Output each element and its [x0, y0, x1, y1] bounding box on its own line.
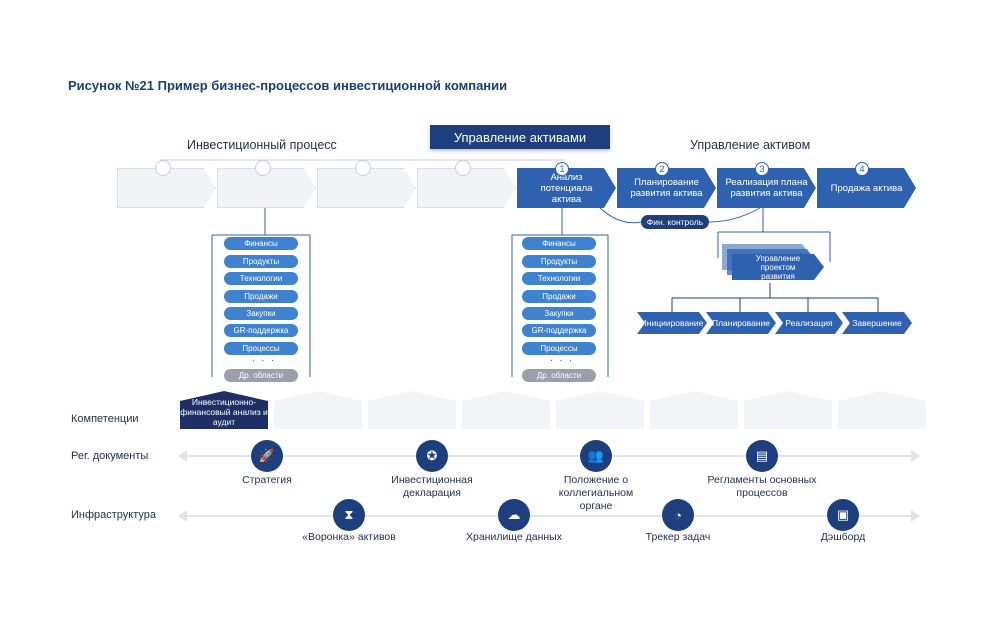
area-pill: Закупки: [224, 307, 298, 320]
reg-doc-label: Стратегия: [242, 474, 292, 486]
dashboard-icon: ▣: [827, 499, 859, 531]
area-pill: Процессы: [224, 342, 298, 355]
process-node-marker: [355, 160, 371, 176]
step-label: Реализация плана развития актива: [725, 177, 808, 199]
axis-arrow-left: [178, 450, 187, 462]
competency-label: Инвестиционно-финансовый анализ и аудит: [180, 397, 268, 427]
reg-doc-label: Регламенты основных процессов: [707, 474, 817, 499]
infra-label: Хранилище данных: [466, 531, 562, 543]
area-pill: Финансы: [522, 237, 596, 250]
fin-control-pill: Фин. контроль: [641, 215, 709, 229]
process-node-marker: [255, 160, 271, 176]
phase-implementation: Реализация: [775, 312, 843, 334]
hourglass-icon: ⧗: [333, 499, 365, 531]
document-icon: ▤: [746, 440, 778, 472]
axis-arrow-left: [178, 510, 187, 522]
area-pill: Продукты: [224, 255, 298, 268]
project-label: Управление проектом развития: [755, 253, 801, 281]
certificate-icon: ✪: [416, 440, 448, 472]
areas-ellipsis: . . .: [252, 353, 276, 364]
area-pill: Закупки: [522, 307, 596, 320]
areas-ellipsis: . . .: [550, 353, 574, 364]
area-pill: Технологии: [522, 272, 596, 285]
area-pill-other: Др. области: [224, 369, 298, 382]
infra-axis: [186, 515, 911, 517]
area-pill: Технологии: [224, 272, 298, 285]
step-number-badge: 3: [755, 162, 769, 176]
reg-docs-axis: [186, 455, 911, 457]
step-number-badge: 2: [655, 162, 669, 176]
area-pill: GR-поддержка: [522, 324, 596, 337]
row-label-reg-docs: Рег. документы: [71, 450, 149, 462]
step-label: Планирование развития актива: [630, 177, 703, 199]
reg-doc-label: Инвестиционная декларация: [391, 474, 473, 499]
phase-planning: Планирование: [706, 312, 776, 334]
step-asset-sale: Продажа актива: [817, 168, 916, 208]
area-pill: Продукты: [522, 255, 596, 268]
step-label: Продажа актива: [830, 182, 903, 194]
project-management-box: Управление проектом развития: [732, 254, 824, 280]
people-icon: 👥: [580, 440, 612, 472]
area-pill: GR-поддержка: [224, 324, 298, 337]
step-number-badge: 4: [855, 162, 869, 176]
step-asset-analysis: Анализ потенциала актива: [517, 168, 616, 208]
row-label-competencies: Компетенции: [71, 413, 139, 425]
phase-completion: Завершение: [842, 312, 912, 334]
process-node-marker: [455, 160, 471, 176]
rocket-icon: 🚀: [251, 440, 283, 472]
step-label: Анализ потенциала актива: [540, 171, 593, 205]
step-development-planning: Планирование развития актива: [617, 168, 716, 208]
step-number-badge: 1: [555, 162, 569, 176]
area-pill-other: Др. области: [522, 369, 596, 382]
infra-label: Трекер задач: [645, 531, 711, 543]
figure-title: Рисунок №21 Пример бизнес-процессов инве…: [68, 78, 508, 93]
area-pill: Процессы: [522, 342, 596, 355]
process-node-marker: [155, 160, 171, 176]
area-pill: Финансы: [224, 237, 298, 250]
header-single-asset-management: Управление активом: [690, 138, 811, 152]
row-label-infrastructure: Инфраструктура: [71, 509, 157, 521]
header-investment-process: Инвестиционный процесс: [187, 138, 337, 152]
axis-arrow-right: [911, 510, 920, 522]
area-pill: Продажи: [224, 290, 298, 303]
infra-label: «Воронка» активов: [302, 531, 396, 543]
infra-label: Дэшборд: [820, 531, 866, 543]
reg-doc-label: Положение о коллегиальном органе: [558, 474, 634, 512]
cloud-icon: ☁: [498, 499, 530, 531]
phase-initiation: Инициирование: [637, 312, 707, 334]
area-pill: Продажи: [522, 290, 596, 303]
gauge-icon: ◔: [662, 499, 694, 531]
header-asset-management-banner: Управление активами: [430, 125, 610, 149]
step-plan-implementation: Реализация плана развития актива: [717, 168, 816, 208]
axis-arrow-right: [911, 450, 920, 462]
